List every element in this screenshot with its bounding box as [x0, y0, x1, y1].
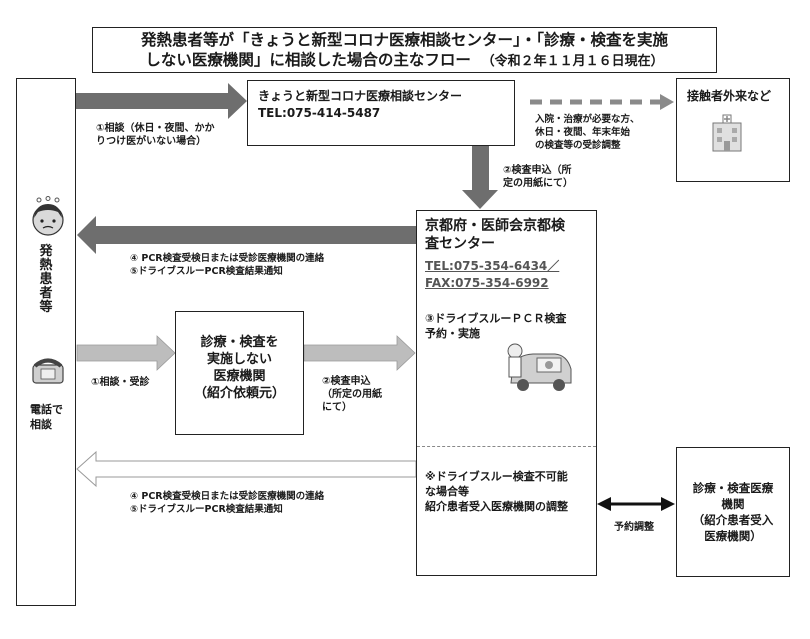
- label-apply-1: ②検査申込（所: [503, 165, 572, 176]
- hospital-icon: [712, 114, 742, 152]
- clinic-line-1: 診療・検査を: [200, 335, 279, 350]
- arrow-clinic-to-kyoto: [303, 335, 416, 371]
- kyoto-drive-2: 予約・実施: [425, 327, 480, 340]
- label-transfer-1: 入院・治療が必要な方、: [535, 114, 640, 125]
- label-consult-2: りつけ医がいない場合）: [96, 136, 207, 147]
- kyoto-note-3: 紹介患者受入医療機関の調整: [425, 500, 568, 513]
- kyoto-note-2: な場合等: [425, 485, 469, 498]
- label-transfer-2: 休日・夜間、年末年始: [535, 127, 631, 138]
- kyoto-fax: FAX:075-354-6992: [425, 276, 549, 290]
- arrow-reserve-head-left: [597, 497, 611, 511]
- label-apply-clinic-2: （所定の用紙: [322, 389, 382, 400]
- patient-box: [16, 78, 76, 606]
- title-line-2-wrap: しない医療機関」に相談した場合の主なフロー （令和２年１１月１６日現在）: [93, 50, 716, 72]
- phone-icon: [32, 358, 64, 384]
- label-reserve: 予約調整: [614, 522, 654, 533]
- phone-label: 電話で 相談: [30, 402, 63, 432]
- outpatient-box: 接触者外来など: [676, 78, 790, 182]
- exam-line-1: 診療・検査医療: [692, 481, 774, 495]
- label-apply-clinic-1: ②検査申込: [322, 376, 371, 387]
- label-notify-top: ④ PCR検査受検日または受診医療機関の連絡 ⑤ドライブスルーPCR検査結果通知: [130, 252, 324, 278]
- label-transfer: 入院・治療が必要な方、 休日・夜間、年末年始 の検査等の受診調整: [535, 113, 640, 152]
- arrow-kyoto-to-patient-top: [77, 216, 416, 254]
- kyoto-contact: TEL:075-354-6434／ FAX:075-354-6992: [425, 258, 559, 292]
- kyoto-name-1: 京都府・医師会京都検: [425, 218, 565, 234]
- patient-face-icon: [32, 196, 64, 236]
- label-apply-clinic-3: にて）: [322, 402, 352, 413]
- consult-center-box: きょうと新型コロナ医療相談センター TEL:075-414-5487: [247, 80, 515, 146]
- title-line-1: 発熱患者等が「きょうと新型コロナ医療相談センター」・「診療・検査を実施: [140, 31, 668, 49]
- kyoto-divider: [417, 446, 596, 447]
- patient-label: 発熱患者等: [39, 244, 53, 315]
- drive-through-car-icon: [507, 343, 572, 391]
- arrow-kyoto-to-patient-bottom: [76, 450, 417, 488]
- kyoto-drive-through: ③ドライブスルーＰＣＲ検査 予約・実施: [425, 311, 566, 341]
- clinic-line-2: 実施しない: [206, 352, 272, 367]
- non-testing-clinic-box: 診療・検査を 実施しない 医療機関 （紹介依頼元）: [175, 311, 304, 435]
- arrow-reserve-head-right: [661, 497, 675, 511]
- label-apply: ②検査申込（所 定の用紙にて）: [503, 164, 573, 190]
- kyoto-note: ※ドライブスルー検査不可能 な場合等 紹介患者受入医療機関の調整: [425, 469, 568, 514]
- title-date: （令和２年１１月１６日現在）: [481, 54, 664, 69]
- diagram-title: 発熱患者等が「きょうと新型コロナ医療相談センター」・「診療・検査を実施 しない医…: [92, 27, 717, 73]
- exam-line-3: （紹介患者受入: [692, 513, 774, 527]
- arrow-transfer-head: [660, 94, 674, 110]
- arrow-consult-to-center: [76, 83, 247, 119]
- label-apply-clinic: ②検査申込 （所定の用紙 にて）: [322, 375, 382, 414]
- consult-center-tel: TEL:075-414-5487: [258, 106, 381, 120]
- arrow-center-to-kyoto: [462, 146, 498, 209]
- label-consult: ①相談（休日・夜間、かか りつけ医がいない場合）: [96, 122, 214, 148]
- label-consult-1: ①相談（休日・夜間、かか: [96, 123, 215, 134]
- outpatient-name: 接触者外来など: [687, 89, 772, 103]
- clinic-line-3: 医療機関: [213, 369, 266, 384]
- kyoto-name-2: 査センター: [425, 236, 495, 252]
- clinic-line-4: （紹介依頼元）: [193, 386, 285, 401]
- label-consult-clinic: ①相談・受診: [91, 377, 150, 388]
- kyoto-center-name: 京都府・医師会京都検 査センター: [425, 217, 565, 253]
- label-notify-a2: ⑤ドライブスルーPCR検査結果通知: [130, 266, 283, 277]
- consult-center-name: きょうと新型コロナ医療相談センター: [258, 89, 463, 103]
- label-apply-2: 定の用紙にて）: [503, 178, 573, 189]
- label-transfer-3: の検査等の受診調整: [535, 140, 621, 151]
- phone-label-2: 相談: [30, 418, 52, 431]
- arrow-patient-to-clinic: [76, 335, 176, 371]
- kyoto-note-1: ※ドライブスルー検査不可能: [425, 470, 568, 483]
- label-notify-bottom: ④ PCR検査受検日または受診医療機関の連絡 ⑤ドライブスルーPCR検査結果通知: [130, 490, 324, 516]
- label-notify-b2: ⑤ドライブスルーPCR検査結果通知: [130, 504, 283, 515]
- kyoto-drive-1: ③ドライブスルーＰＣＲ検査: [425, 312, 567, 325]
- exam-line-2: 機関: [721, 497, 745, 511]
- label-notify-a1: ④ PCR検査受検日または受診医療機関の連絡: [130, 253, 325, 264]
- title-line-2: しない医療機関」に相談した場合の主なフロー: [145, 51, 471, 69]
- kyoto-test-center-box: 京都府・医師会京都検 査センター TEL:075-354-6434／ FAX:0…: [416, 210, 597, 576]
- label-notify-b1: ④ PCR検査受検日または受診医療機関の連絡: [130, 491, 325, 502]
- exam-line-4: 医療機関）: [704, 529, 762, 543]
- kyoto-tel: TEL:075-354-6434／: [425, 259, 560, 273]
- phone-label-1: 電話で: [30, 403, 63, 416]
- exam-institution-box: 診療・検査医療 機関 （紹介患者受入 医療機関）: [676, 447, 790, 577]
